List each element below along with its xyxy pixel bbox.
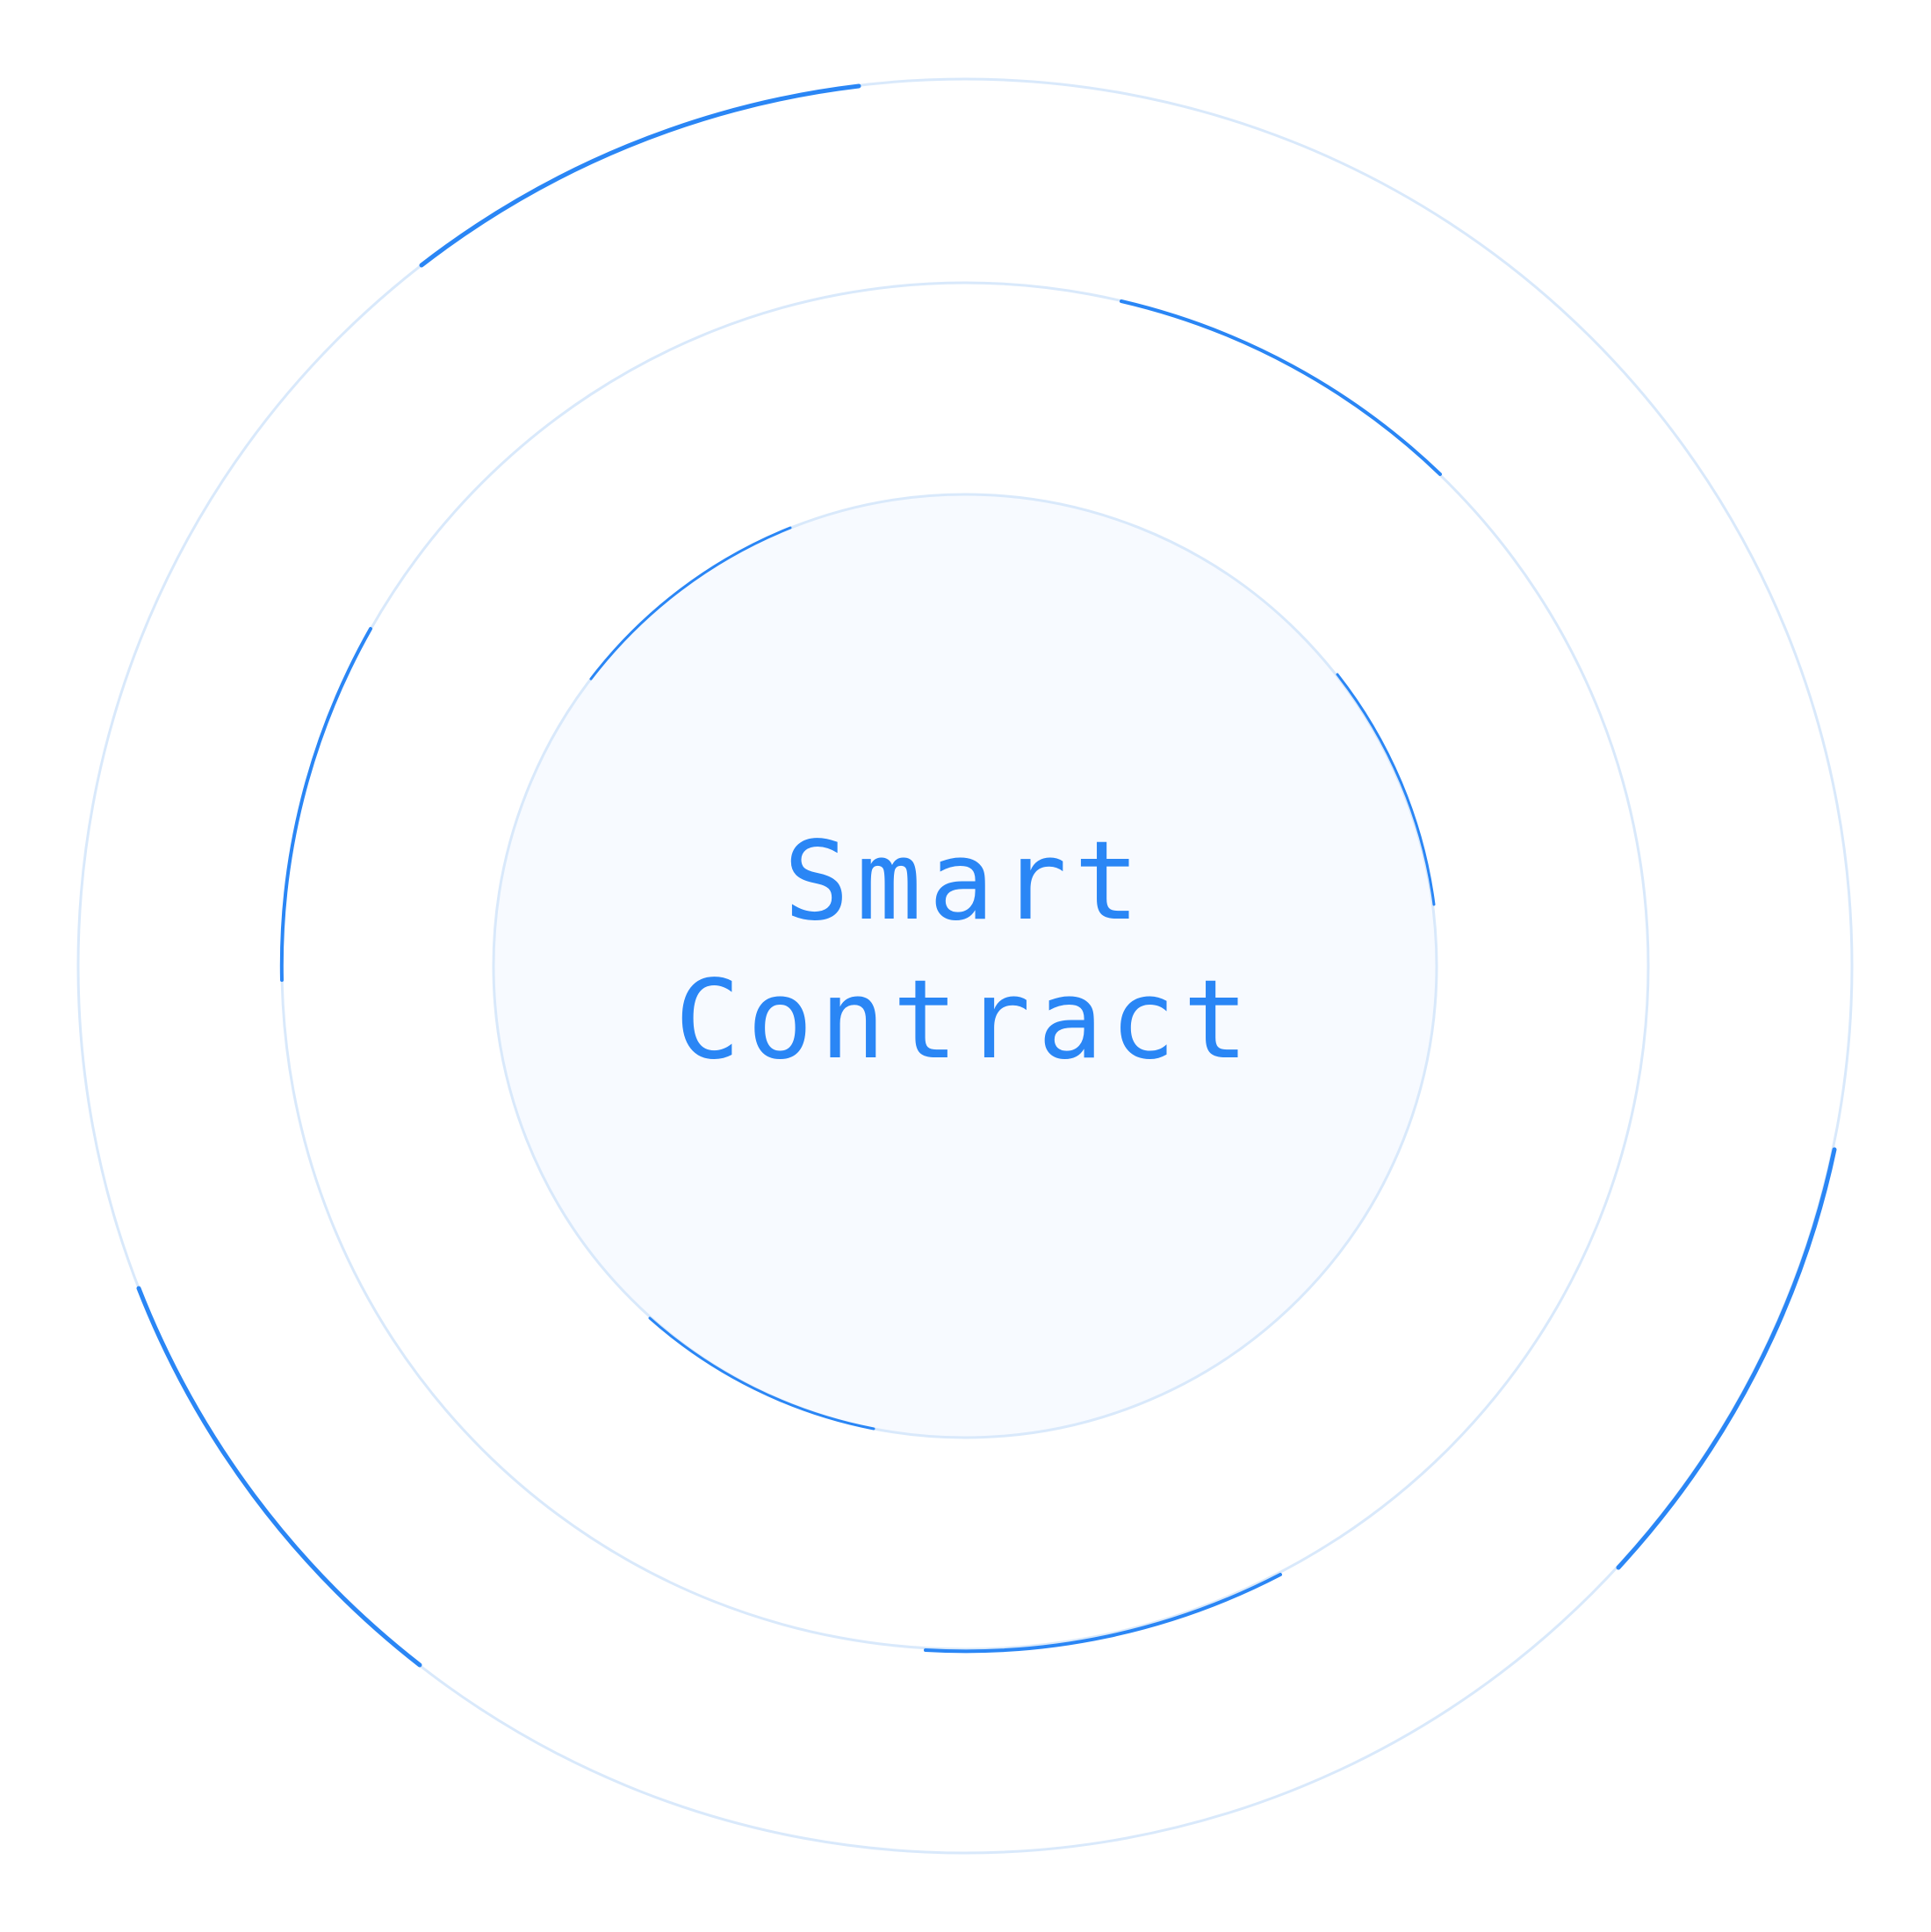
- middle-ring-arc-bottom: [924, 1573, 1282, 1654]
- outer-ring-arc-bottom-left: [136, 1286, 422, 1668]
- middle-ring: [279, 281, 1650, 1654]
- outer-ring-track: [76, 77, 1854, 1855]
- inner-circle-arc-right: [1336, 673, 1436, 906]
- outer-ring-arc-right: [1616, 1147, 1837, 1570]
- middle-ring-arc-left: [279, 627, 372, 982]
- inner-circle-fill: [494, 494, 1437, 1438]
- center-label-line-1: Smart: [783, 818, 1146, 945]
- center-label: Smart Contract: [674, 818, 1255, 1084]
- inner-circle-arc-bottom-left: [648, 1316, 875, 1431]
- outer-ring-arc-top-left: [419, 83, 861, 268]
- inner-circle-arc-top-left: [589, 526, 792, 681]
- inner-circle: [492, 493, 1438, 1439]
- outer-ring: [76, 77, 1854, 1855]
- middle-ring-arc-top-right: [1120, 299, 1442, 476]
- center-label-line-2: Contract: [674, 957, 1255, 1084]
- inner-circle-track: [492, 493, 1438, 1439]
